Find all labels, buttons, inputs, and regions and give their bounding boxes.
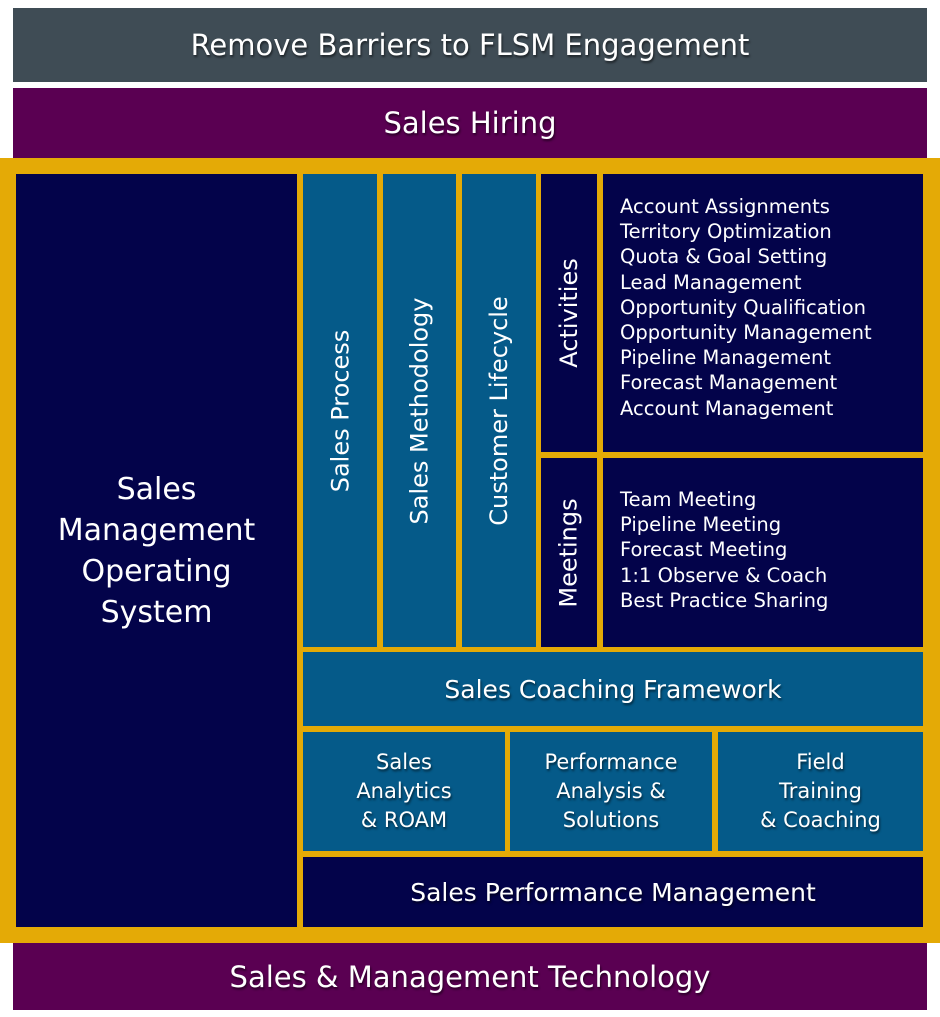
list-item: Account Assignments (620, 195, 830, 218)
operating-system-title: Sales Management Operating System (58, 469, 256, 633)
activities-list: Account Assignments Territory Optimizati… (603, 174, 923, 452)
list-item: Opportunity Qualification (620, 295, 867, 319)
sales-methodology-label: Sales Methodology (405, 297, 434, 524)
title-line: Management (57, 512, 256, 548)
box-line: Sales (376, 750, 432, 774)
box-line: Performance (544, 750, 678, 774)
activities-label: Activities (555, 258, 583, 368)
list-item: Pipeline Management (620, 346, 831, 370)
customer-lifecycle-label: Customer Lifecycle (485, 295, 513, 526)
sales-analytics-box: Sales Analytics & ROAM (303, 732, 505, 851)
sales-process-label: Sales Process (326, 329, 354, 492)
sales-coaching-framework-bar: Sales Coaching Framework (303, 652, 923, 726)
title-line: Operating (81, 553, 232, 589)
title-line: System (100, 594, 213, 630)
list-item: Best Practice Sharing (620, 588, 829, 612)
box-line: Analytics (356, 779, 452, 803)
field-training-box: Field Training & Coaching (718, 732, 923, 851)
box-line: Field (796, 750, 845, 774)
remove-barriers-label: Remove Barriers to FLSM Engagement (190, 28, 750, 62)
sales-process-column: Sales Process (303, 174, 377, 647)
sales-management-operating-system-panel: Sales Management Operating System (16, 174, 297, 927)
list-item: Account Management (620, 396, 834, 420)
remove-barriers-bar: Remove Barriers to FLSM Engagement (13, 8, 927, 82)
list-item: Team Meeting (620, 488, 757, 511)
performance-analysis-box: Performance Analysis & Solutions (510, 732, 712, 851)
sales-hiring-bar: Sales Hiring (13, 88, 927, 158)
sales-performance-management-bar: Sales Performance Management (303, 857, 923, 927)
box-line: Solutions (562, 808, 660, 832)
sales-performance-management-label: Sales Performance Management (410, 877, 816, 907)
sales-methodology-column: Sales Methodology (383, 174, 456, 647)
customer-lifecycle-column: Customer Lifecycle (462, 174, 536, 647)
box-line: Analysis & (556, 779, 666, 803)
meetings-label: Meetings (555, 497, 584, 608)
sales-coaching-framework-label: Sales Coaching Framework (444, 674, 782, 704)
list-item: Pipeline Meeting (620, 513, 782, 537)
list-item: Forecast Management (620, 371, 838, 395)
box-line: & Coaching (760, 808, 881, 832)
list-item: Opportunity Management (620, 321, 872, 345)
meetings-list: Team Meeting Pipeline Meeting Forecast M… (603, 458, 923, 647)
sales-management-technology-bar: Sales & Management Technology (13, 943, 927, 1010)
box-line: & ROAM (360, 808, 448, 832)
list-item: Forecast Meeting (620, 538, 788, 562)
box-line: Training (779, 779, 862, 803)
activities-header: Activities (541, 174, 597, 452)
title-line: Sales (116, 471, 197, 507)
list-item: Lead Management (620, 270, 802, 294)
sales-hiring-label: Sales Hiring (383, 106, 557, 140)
list-item: Territory Optimization (620, 220, 832, 244)
meetings-header: Meetings (541, 458, 597, 647)
sales-management-technology-label: Sales & Management Technology (229, 959, 711, 994)
list-item: 1:1 Observe & Coach (620, 563, 828, 587)
list-item: Quota & Goal Setting (620, 245, 828, 269)
